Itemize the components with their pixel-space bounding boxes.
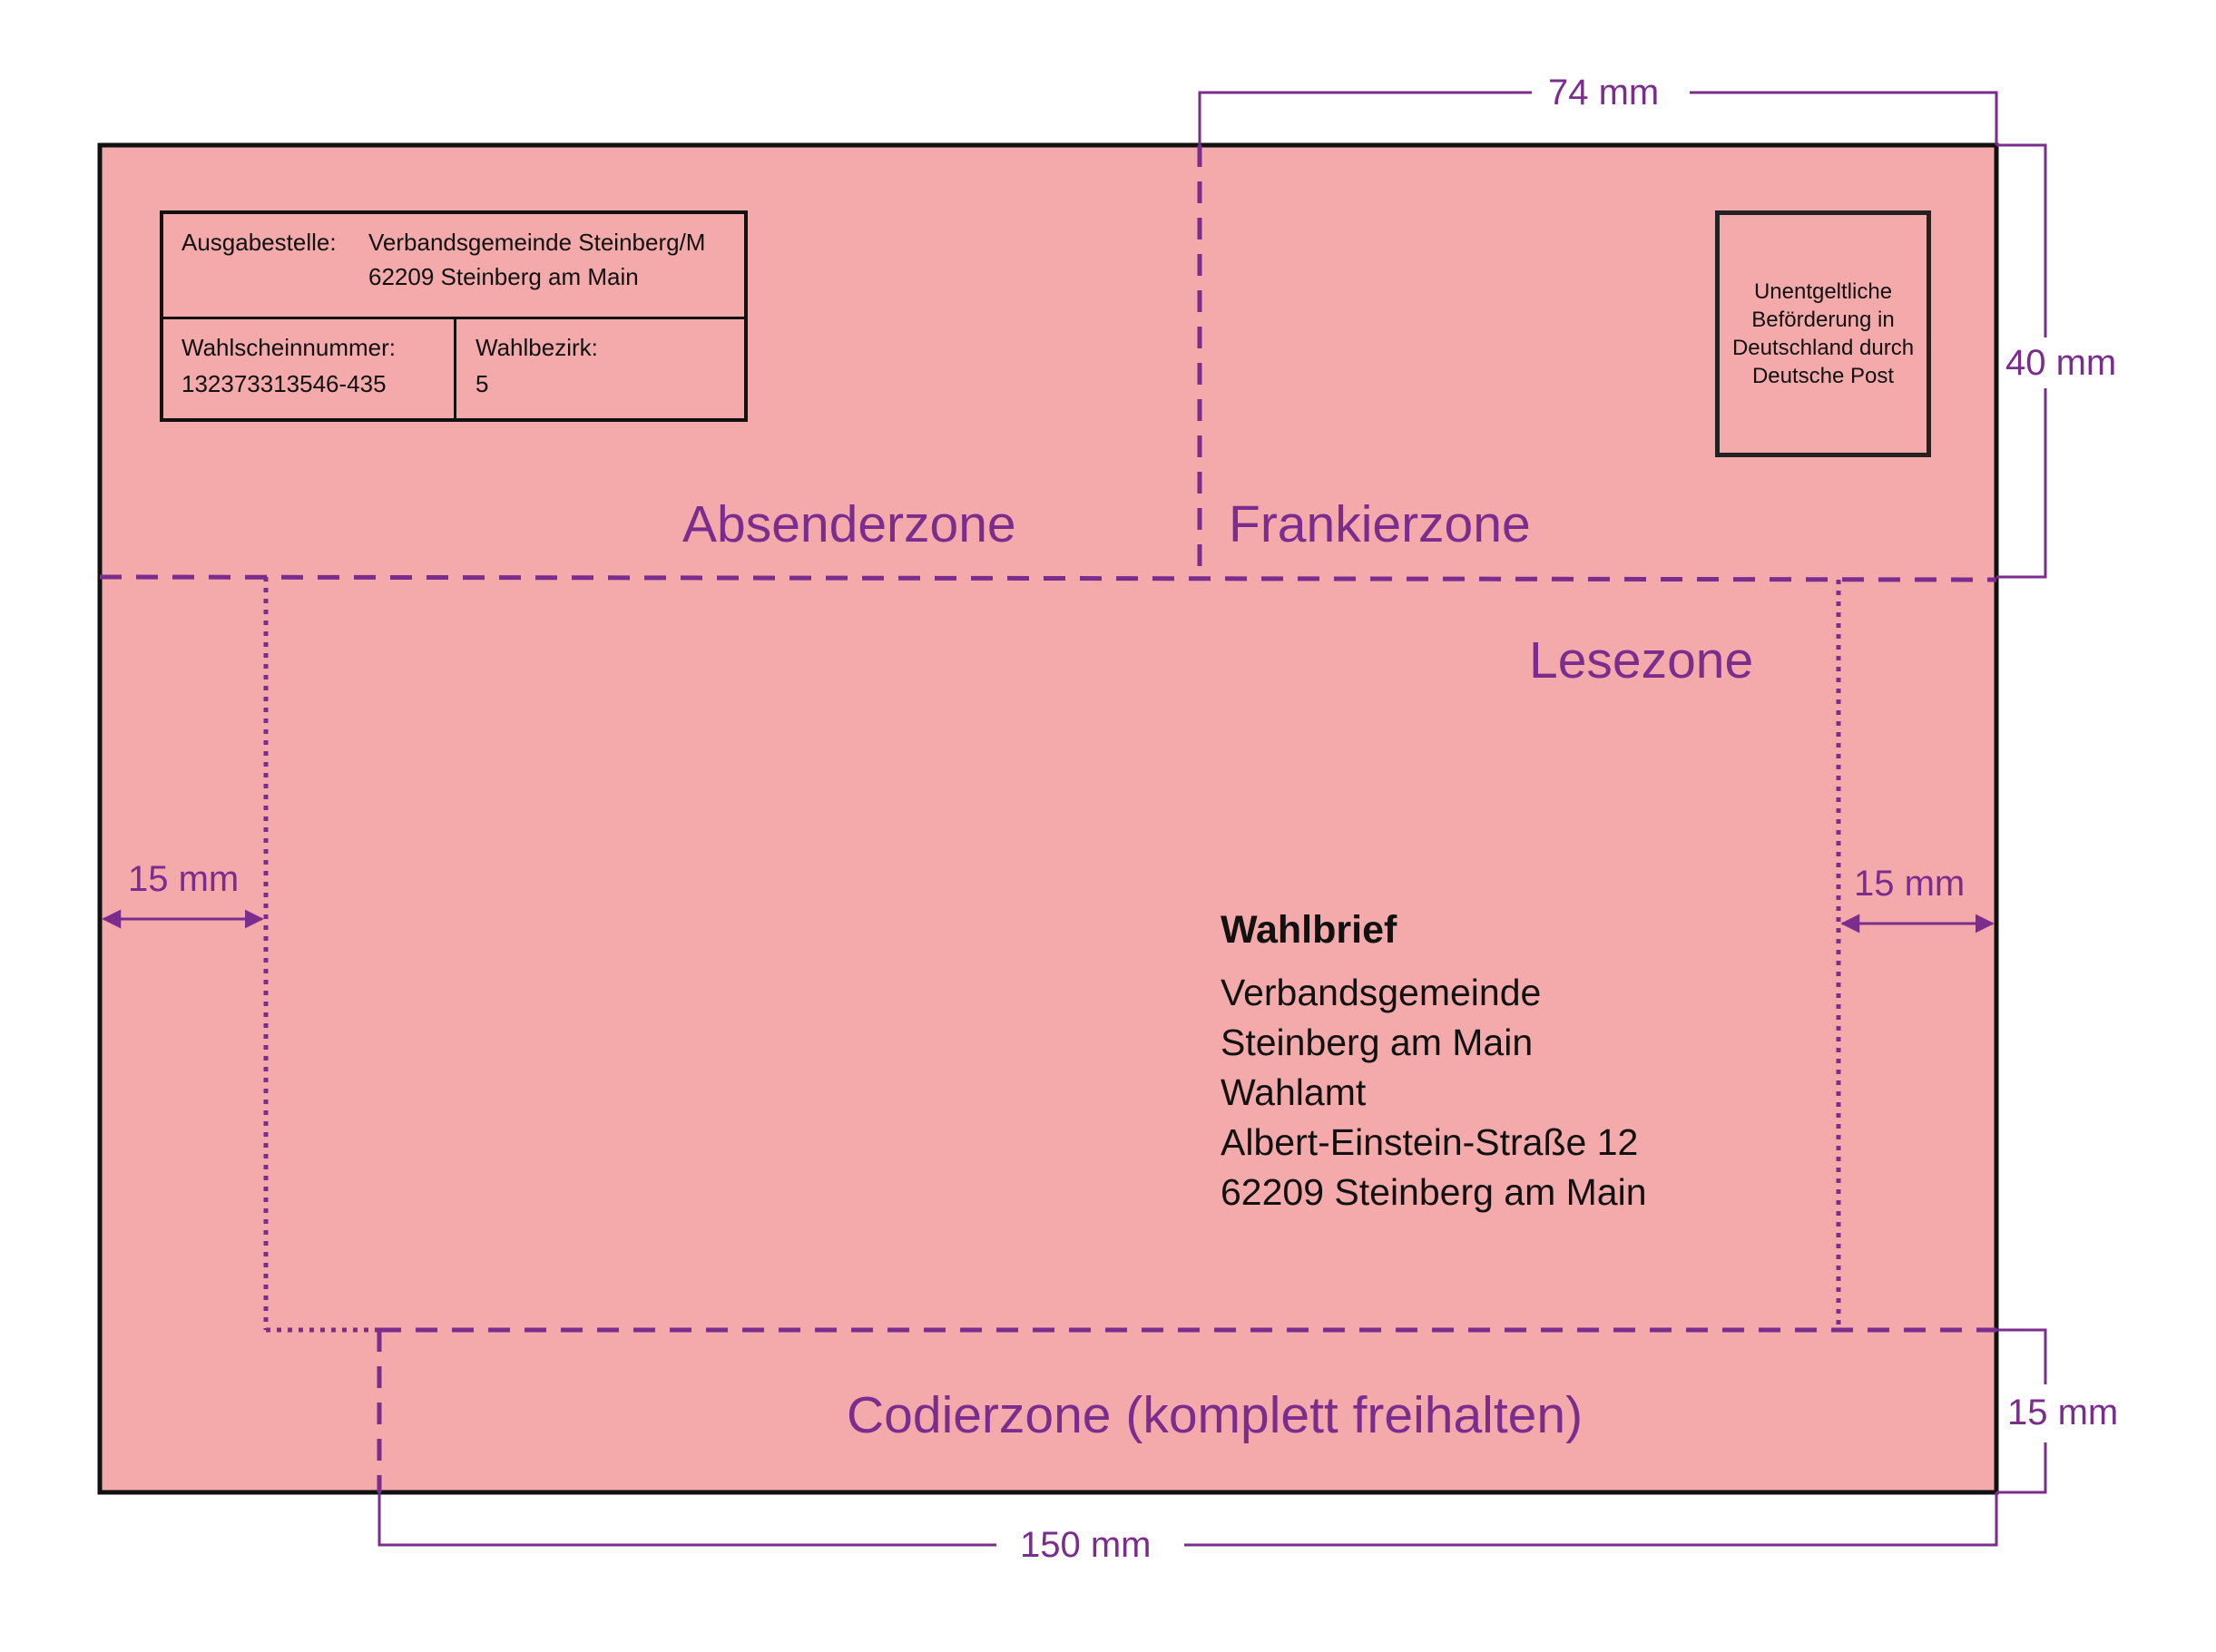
lesezone-boundary: [263, 577, 1841, 1333]
recipient-address: Wahlbrief Verbandsgemeinde Steinberg am …: [1221, 903, 1647, 1217]
address-line: Verbandsgemeinde: [1221, 972, 1542, 1013]
sender-info-box: Ausgabestelle: Verbandsgemeinde Steinber…: [160, 210, 748, 422]
zone-boundaries: [99, 145, 1997, 1492]
stamp-text: Unentgeltliche Beförderung in Deutschlan…: [1732, 278, 1914, 390]
dim-label-frankier-width: 74 mm: [1548, 73, 1660, 112]
envelope: [97, 142, 1999, 1495]
codier-width-bracket-right: [1184, 1492, 1998, 1547]
issuer-line1: Verbandsgemeinde Steinberg/M: [368, 229, 706, 256]
sender-divider-vertical: [454, 317, 456, 422]
wahlbezirk-value: 5: [476, 370, 489, 397]
label-wahlscheinnummer: Wahlscheinnummer:: [181, 334, 397, 361]
address-line: Albert-Einstein-Straße 12: [1221, 1121, 1639, 1163]
dim-label-right-margin: 15 mm: [1854, 864, 1966, 904]
dim-label-codier-height: 15 mm: [2007, 1393, 2119, 1432]
codier-width-bracket-left: [378, 1492, 996, 1547]
codier-height-bracket-bottom: [1996, 1442, 2047, 1494]
stamp-line2: Beförderung in: [1751, 308, 1895, 332]
dim-label-codier-width: 150 mm: [1020, 1525, 1152, 1565]
stamp-line3: Deutschland durch: [1731, 336, 1915, 360]
dimension-brackets: [378, 91, 2047, 1547]
address-title: Wahlbrief: [1221, 908, 1397, 952]
sender-issuer-row: Ausgabestelle: Verbandsgemeinde Steinber…: [163, 214, 744, 319]
address-line: Steinberg am Main: [1221, 1022, 1534, 1063]
codier-height-bracket-top: [1996, 1328, 2047, 1384]
zone-label-codier: Codierzone (komplett freihalten): [847, 1386, 1584, 1444]
dim-label-left-margin: 15 mm: [128, 859, 240, 899]
top-zone-bottom-line: [99, 574, 1997, 582]
label-wahlbezirk: Wahlbezirk:: [476, 334, 598, 361]
dim-label-frankier-height: 40 mm: [2005, 343, 2117, 383]
zone-label-absender: Absenderzone: [682, 495, 1016, 553]
wahlscheinnummer-value: 132373313546-435: [181, 370, 387, 397]
address-line: 62209 Steinberg am Main: [1221, 1171, 1647, 1213]
address-line: Wahlamt: [1221, 1071, 1367, 1113]
frankier-width-bracket-right: [1690, 91, 1998, 145]
stamp-line4: Deutsche Post: [1751, 364, 1895, 388]
frankier-width-bracket-left: [1198, 91, 1532, 145]
postage-stamp-box: Unentgeltliche Beförderung in Deutschlan…: [1715, 210, 1931, 457]
issuer-line2: 62209 Steinberg am Main: [368, 263, 639, 290]
label-ausgabestelle: Ausgabestelle:: [181, 229, 337, 256]
stamp-line1: Unentgeltliche: [1753, 279, 1893, 304]
frankier-height-bracket-top: [1996, 143, 2047, 337]
zone-label-lese: Lesezone: [1529, 631, 1754, 689]
zone-label-frankier: Frankierzone: [1229, 495, 1531, 553]
frankier-height-bracket-bottom: [1996, 388, 2047, 579]
